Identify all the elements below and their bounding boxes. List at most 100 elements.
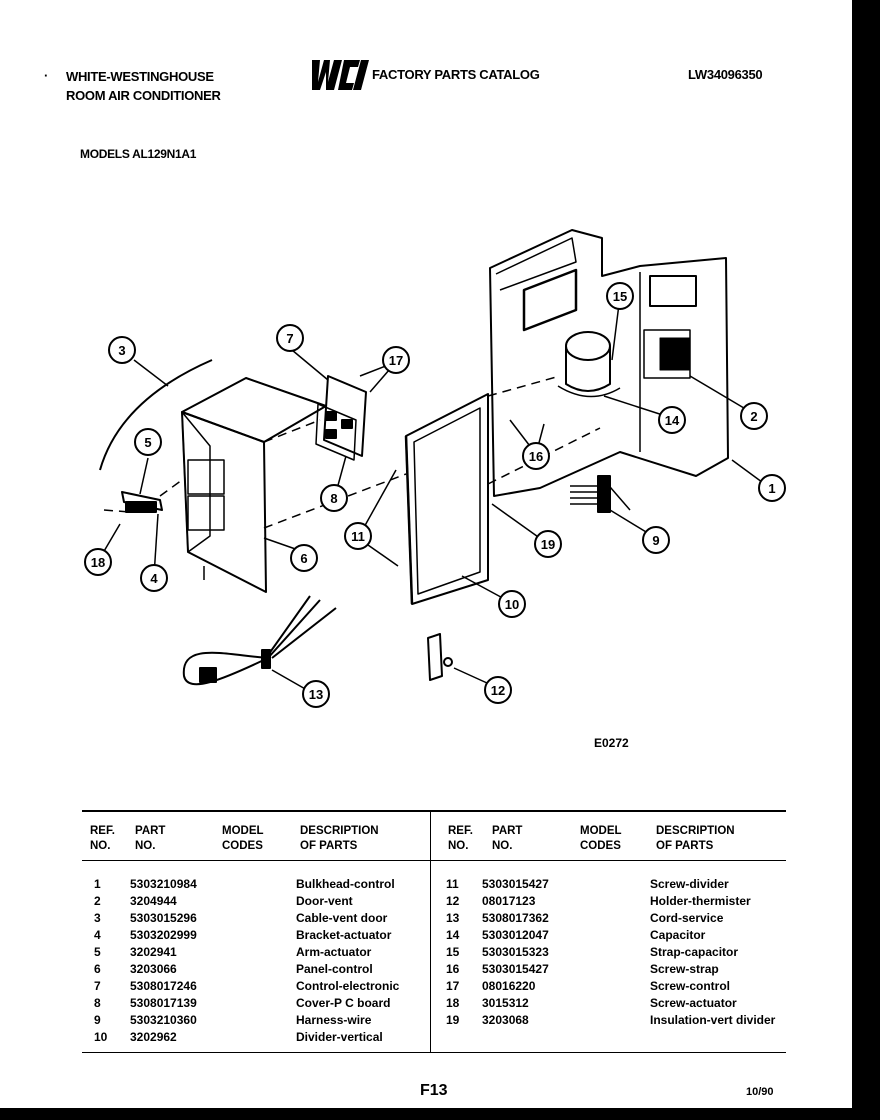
ref-no: 16 (446, 962, 460, 976)
callout-label: 15 (613, 289, 627, 304)
ref-no: 10 (94, 1030, 108, 1044)
ref-no: 11 (446, 877, 459, 891)
callout-label: 18 (91, 555, 105, 570)
description: Cord-service (650, 911, 724, 925)
part-no: 3203066 (130, 962, 177, 976)
ref-no: 19 (446, 1013, 460, 1027)
description: Screw-divider (650, 877, 729, 891)
callout-label: 19 (541, 537, 555, 552)
page-number: F13 (420, 1082, 448, 1099)
callout-16: 16 (522, 442, 550, 470)
ref-no: 5 (94, 945, 101, 959)
part-no: 08016220 (482, 979, 536, 993)
description: Cable-vent door (296, 911, 388, 925)
callout-label: 17 (389, 353, 403, 368)
description: Capacitor (650, 928, 706, 942)
callout-17: 17 (382, 346, 410, 374)
callout-12: 12 (484, 676, 512, 704)
ref-no: 17 (446, 979, 460, 993)
callout-label: 7 (286, 331, 293, 346)
description: Arm-actuator (296, 945, 372, 959)
callout-label: 8 (330, 491, 337, 506)
callout-19: 19 (534, 530, 562, 558)
description: Screw-actuator (650, 996, 737, 1010)
description: Door-vent (296, 894, 353, 908)
ref-no: 9 (94, 1013, 101, 1027)
ref-no: 12 (446, 894, 460, 908)
part-no: 3202941 (130, 945, 177, 959)
description: Panel-control (296, 962, 373, 976)
header-part-no-right: PART NO. (492, 825, 523, 852)
description: Bulkhead-control (296, 877, 395, 891)
header-ref-no-left: REF. NO. (90, 825, 115, 852)
ref-no: 4 (94, 928, 101, 942)
table-rule-header (82, 860, 786, 861)
part-no: 5303210984 (130, 877, 197, 891)
table-rule-top (82, 810, 786, 812)
callout-5: 5 (134, 428, 162, 456)
ref-no: 2 (94, 894, 101, 908)
ref-no: 6 (94, 962, 101, 976)
catalog-code: LW34096350 (688, 67, 763, 82)
callout-14: 14 (658, 406, 686, 434)
part-no: 5303202999 (130, 928, 197, 942)
ref-no: 7 (94, 979, 101, 993)
ref-no: 13 (446, 911, 460, 925)
description: Divider-vertical (296, 1030, 383, 1044)
bullet-mark: · (44, 68, 49, 83)
header-ref-no-right: REF. NO. (448, 825, 473, 852)
description: Holder-thermister (650, 894, 751, 908)
callout-label: 13 (309, 687, 323, 702)
header-model-codes-left: MODEL CODES (222, 825, 264, 852)
callout-label: 4 (150, 571, 158, 586)
callout-label: 1 (768, 481, 775, 496)
callout-9: 9 (642, 526, 670, 554)
description: Strap-capacitor (650, 945, 739, 959)
callout-2: 2 (740, 402, 768, 430)
header-description-left: DESCRIPTION OF PARTS (300, 825, 379, 852)
scan-border-right (852, 0, 880, 1120)
table-column-divider (430, 812, 431, 1052)
callout-10: 10 (498, 590, 526, 618)
description: Screw-strap (650, 962, 719, 976)
header-description-right: DESCRIPTION OF PARTS (656, 825, 735, 852)
part-no: 5303015427 (482, 877, 549, 891)
table-rule-bottom (82, 1052, 786, 1053)
part-no: 5303015323 (482, 945, 549, 959)
header-model-codes-right: MODEL CODES (580, 825, 622, 852)
ref-no: 1 (94, 877, 101, 891)
ref-no: 3 (94, 911, 101, 925)
callout-label: 9 (652, 533, 659, 548)
callout-label: 5 (144, 435, 151, 450)
wci-logo (312, 60, 369, 90)
description: Bracket-actuator (296, 928, 392, 942)
callout-4: 4 (140, 564, 168, 592)
part-no: 5308017139 (130, 996, 197, 1010)
revision-date: 10/90 (746, 1086, 774, 1098)
description: Insulation-vert divider (650, 1013, 776, 1027)
callout-label: 2 (750, 409, 757, 424)
description: Control-electronic (296, 979, 400, 993)
ref-no: 14 (446, 928, 460, 942)
callout-11: 11 (344, 522, 372, 550)
models-label: MODELS AL129N1A1 (80, 147, 197, 161)
callout-8: 8 (320, 484, 348, 512)
part-no: 5303012047 (482, 928, 549, 942)
callout-15: 15 (606, 282, 634, 310)
brand-line-1: WHITE-WESTINGHOUSE (66, 69, 214, 84)
part-no: 5303015296 (130, 911, 197, 925)
header-part-no-left: PART NO. (135, 825, 166, 852)
part-no: 3204944 (130, 894, 177, 908)
ref-no: 8 (94, 996, 101, 1010)
part-no: 3203068 (482, 1013, 529, 1027)
callout-label: 12 (491, 683, 505, 698)
part-no: 3015312 (482, 996, 529, 1010)
callout-label: 16 (529, 449, 543, 464)
scan-border-bottom (0, 1108, 880, 1120)
callout-3: 3 (108, 336, 136, 364)
description: Harness-wire (296, 1013, 372, 1027)
description: Screw-control (650, 979, 731, 993)
brand-line-2: ROOM AIR CONDITIONER (66, 88, 221, 103)
ref-no: 15 (446, 945, 460, 959)
